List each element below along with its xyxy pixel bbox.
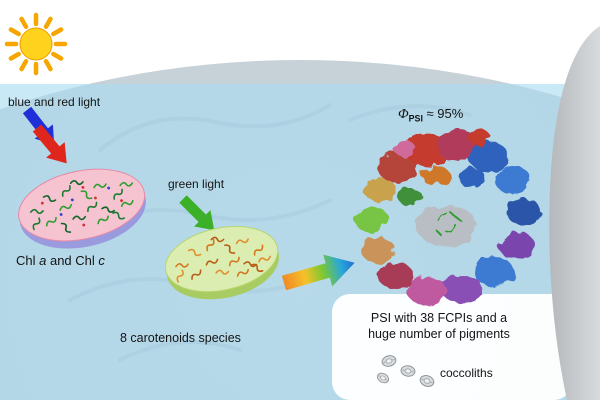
phi-psi-label: ΦPSI ≈ 95%: [398, 106, 463, 125]
green-light-label: green light: [168, 177, 225, 191]
gray-sphere-edge: [549, 26, 600, 400]
psi-caption: PSI with 38 FCPIs and a huge number of p…: [368, 311, 510, 342]
psi-complex: [354, 129, 541, 305]
carotenoid-disc: [164, 225, 280, 300]
phi-symbol: Φ: [398, 107, 409, 122]
caption-panel: [332, 294, 572, 400]
phi-subscript: PSI: [408, 113, 423, 124]
chl-label: Chl a and Chl c: [16, 253, 105, 269]
carotenoids-label: 8 carotenoids species: [120, 331, 241, 345]
chl-label-mid: and Chl: [46, 253, 99, 268]
blue-red-light-label: blue and red light: [8, 95, 101, 109]
coccoliths-label: coccoliths: [440, 366, 493, 380]
sun-icon: [4, 12, 68, 76]
chl-label-c: c: [98, 253, 105, 268]
chl-label-prefix: Chl: [16, 253, 40, 268]
phi-value: ≈ 95%: [422, 106, 464, 121]
chl-label-a: a: [39, 253, 47, 268]
chlorophyll-disc: [18, 168, 146, 249]
